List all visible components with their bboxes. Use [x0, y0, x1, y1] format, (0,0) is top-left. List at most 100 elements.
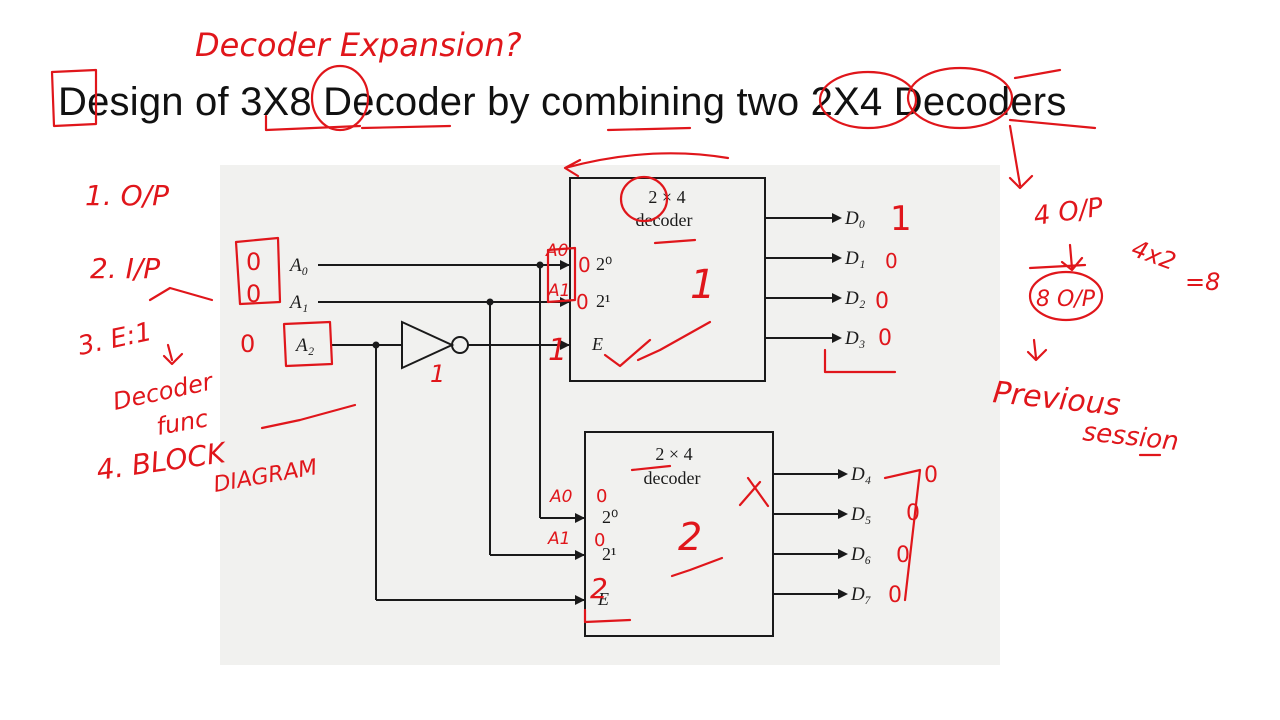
ink-d3-value: 0: [878, 326, 892, 351]
junction-dots: [372, 261, 544, 349]
ink-x-mark: [738, 476, 770, 508]
lower-decoder-label-1: 2 × 4: [655, 444, 692, 464]
output-d6: D₆: [850, 544, 871, 565]
ink-arrow-down-right: [1060, 243, 1084, 272]
ink-box-inputs-upper: [546, 246, 577, 304]
slide-title: Design of 3X8 Decoder by combining two 2…: [58, 80, 1067, 124]
output-d0: D₀: [844, 208, 865, 229]
ink-bracket-d3: [823, 348, 897, 374]
output-d1: D₁: [844, 248, 865, 269]
lower-decoder-box: [584, 431, 774, 637]
ink-underline-decoders: [1008, 118, 1097, 130]
ink-d1-value: 0: [885, 249, 898, 273]
ink-check: [636, 320, 712, 362]
ink-d7-value: 0: [888, 583, 902, 608]
ink-box-design: [50, 68, 98, 128]
ink-check: [603, 338, 652, 368]
ink-bracket-lower-outputs: [883, 468, 922, 602]
ink-enable-lower: 2: [590, 572, 608, 605]
output-d2: D₂: [844, 288, 866, 309]
ink-bracket-e-lower: [583, 608, 632, 624]
ink-tick: [1013, 68, 1062, 80]
output-d5: D₅: [850, 504, 871, 525]
upper-decoder-box: [569, 177, 766, 382]
ink-bracket-3x8: [264, 114, 362, 132]
ink-list-4: 4. BLOCK: [94, 436, 229, 487]
ink-arrow-top: [563, 152, 730, 178]
lower-input-e: E: [597, 589, 609, 609]
ink-arrow-down: [162, 343, 184, 366]
junction-dot: [372, 341, 380, 349]
not-gate-bubble: [451, 336, 469, 354]
lower-decoder-label-2: decoder: [644, 468, 701, 488]
lower-input-21: 2¹: [602, 544, 616, 564]
upper-decoder-label-2: decoder: [636, 210, 693, 230]
lower-input-20: 2⁰: [602, 507, 618, 527]
upper-input-21: 2¹: [596, 291, 610, 311]
ink-diagram: DIAGRAM: [212, 455, 320, 498]
output-d4: D₄: [850, 464, 871, 485]
ink-8op: 8 O/P: [1036, 287, 1096, 312]
ink-list-1: 1. O/P: [85, 179, 169, 212]
ink-upper-decoder-number: 1: [690, 262, 715, 308]
ink-a0-lower-value: 0: [596, 486, 607, 507]
not-gate: [401, 320, 455, 370]
ink-arrow-right: [1008, 124, 1034, 190]
output-arrowheads: [560, 213, 848, 605]
ink-circle-2x4-label: [619, 175, 669, 223]
ink-arrow-previous: [1026, 338, 1048, 362]
ink-circle-2x4: [906, 66, 1014, 130]
ink-box-a0a1: [234, 236, 282, 306]
ink-underline-lower-label: [630, 464, 672, 472]
ink-underline-decoder: [360, 124, 452, 130]
ink-circle-8op: [1028, 270, 1104, 322]
ink-underline-ip: [148, 286, 214, 302]
upper-input-20: 2⁰: [596, 254, 612, 274]
input-a2-label: A₂: [294, 335, 315, 356]
ink-d5-value: 0: [906, 501, 920, 526]
input-a0-label: A₀: [288, 255, 308, 276]
ink-d6-value: 0: [896, 543, 910, 568]
ink-lower-decoder-number: 2: [678, 515, 702, 559]
ink-strokes: [50, 64, 1162, 624]
ink-a2-input: 0: [240, 330, 255, 358]
ink-underline-right: [1028, 263, 1087, 270]
ink-d2-value: 0: [875, 289, 889, 314]
ink-circle-two: [818, 70, 918, 130]
ink-a1-input: 0: [246, 280, 261, 308]
ink-decoder-func-2: func: [154, 404, 210, 441]
ink-session: session: [1081, 417, 1180, 457]
ink-list-2: 2. I/P: [90, 252, 160, 285]
ink-4x2: 4x2: [1128, 234, 1180, 276]
ink-equals-8: =8: [1185, 268, 1220, 296]
ink-underline-combining: [606, 126, 692, 132]
ink-a1-lower: A1: [547, 529, 570, 549]
ink-box-a2: [282, 320, 334, 368]
ink-check-block: [260, 403, 357, 430]
ink-not-output: 1: [430, 360, 445, 388]
ink-decoder-expansion: Decoder Expansion?: [195, 26, 522, 64]
ink-previous: Previous: [991, 375, 1122, 423]
junction-dot: [536, 261, 544, 269]
ink-d0-value: 1: [890, 199, 912, 239]
ink-enable-upper: 1: [548, 333, 567, 368]
ink-4op: 4 O/P: [1032, 192, 1106, 231]
scanned-figure-background: [220, 165, 1000, 665]
output-d7: D₇: [850, 584, 872, 605]
ink-a0-value: 0: [578, 253, 591, 277]
ink-check-lower: [670, 556, 724, 578]
ink-underline-2x4: [653, 238, 697, 245]
circuit-lines: [318, 177, 838, 637]
output-d3: D₃: [844, 328, 865, 349]
ink-list-3: 3. E:1: [75, 317, 154, 362]
ink-d4-value: 0: [924, 463, 938, 488]
upper-input-e: E: [591, 334, 603, 354]
ink-a1-value: 0: [576, 290, 589, 314]
ink-circle-3x8: [310, 64, 370, 132]
ink-a0-input: 0: [246, 248, 261, 276]
input-a1-label: A₁: [288, 292, 308, 313]
junction-dot: [486, 298, 494, 306]
ink-a0-small: A0: [545, 241, 568, 261]
ink-a1-lower-value: 0: [594, 530, 605, 551]
